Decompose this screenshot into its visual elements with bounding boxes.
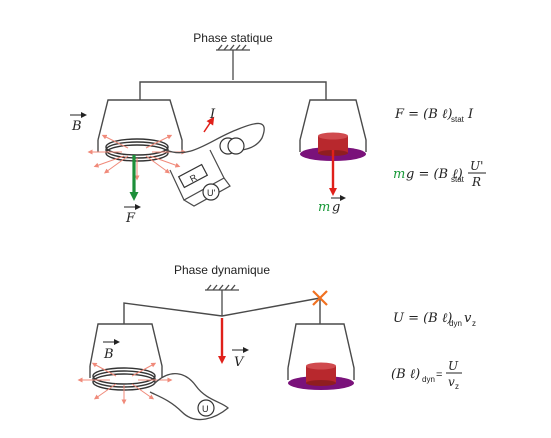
- dynamic-equation-2: (B ℓ) dyn = U v z: [391, 359, 462, 391]
- dynamic-v-label: V: [234, 355, 245, 370]
- static-radial-field-arrows: [87, 134, 187, 181]
- static-right-pan: [299, 99, 367, 152]
- dynamic-eq2-sub: dyn: [422, 375, 435, 384]
- static-eq2-num: U': [470, 159, 483, 173]
- dynamic-released-cross: [312, 290, 328, 306]
- static-eq2-den: R: [471, 175, 481, 189]
- static-phase: Phase statique: [70, 31, 486, 226]
- dynamic-balance-beam: [123, 297, 321, 324]
- dynamic-equation-1: U = (B ℓ) dyn v z: [393, 311, 476, 328]
- static-voltmeter-label: U': [207, 188, 215, 198]
- static-mg-m: m: [318, 200, 330, 215]
- static-eq2-sub: stat: [451, 175, 465, 184]
- static-current-source: [219, 137, 245, 155]
- static-resistor-label: R: [188, 172, 199, 184]
- dynamic-eq2-eq: =: [436, 369, 442, 381]
- dynamic-ceiling-mount: [205, 284, 239, 316]
- static-voltmeter: [202, 183, 220, 201]
- dynamic-eq1-vsub: z: [472, 319, 476, 328]
- static-title: Phase statique: [193, 31, 273, 45]
- static-ceiling-mount: [216, 44, 250, 80]
- dynamic-eq2-densub: z: [455, 382, 459, 391]
- dynamic-eq2-lhs: (B ℓ): [391, 367, 420, 382]
- static-eq1-lhs: F = (B ℓ): [394, 107, 452, 122]
- dynamic-eq2-den: v: [448, 375, 455, 389]
- dynamic-eq1-v: v: [464, 311, 472, 326]
- dynamic-right-pan: [287, 323, 355, 380]
- dynamic-mass: [306, 362, 336, 386]
- static-eq2-m: m: [393, 167, 405, 182]
- dynamic-eq1-lhs: U = (B ℓ): [393, 311, 452, 326]
- dynamic-eq1-sub: dyn: [449, 319, 462, 328]
- dynamic-left-pan: [89, 323, 163, 378]
- static-left-pan: [97, 99, 183, 152]
- dynamic-radial-field-arrows: [77, 362, 173, 405]
- dynamic-voltmeter: [197, 399, 215, 417]
- dynamic-voltmeter-label: U: [202, 404, 209, 414]
- dynamic-circuit-wire: [149, 373, 229, 421]
- dynamic-eq2-num: U: [448, 359, 459, 373]
- static-equation-2: m g = (B ℓ) stat U' R: [393, 159, 486, 189]
- static-current-label: I: [209, 107, 216, 122]
- dynamic-phase: Phase dynamique: [77, 263, 476, 421]
- static-eq2-rhs: g = (B ℓ): [406, 167, 463, 182]
- static-circuit-wire: [165, 122, 265, 154]
- static-resistor: [177, 163, 209, 189]
- static-eq1-rhs: I: [467, 107, 474, 122]
- static-coil: [105, 138, 169, 162]
- static-eq1-sub: stat: [451, 115, 465, 124]
- dynamic-b-label: B: [103, 347, 114, 362]
- static-equation-1: F = (B ℓ) stat I: [394, 107, 474, 124]
- static-b-label: B: [71, 119, 82, 134]
- static-balance-beam: [139, 81, 327, 100]
- dynamic-title: Phase dynamique: [174, 263, 270, 277]
- static-f-label: F: [125, 211, 136, 226]
- static-mg-g: g: [332, 200, 340, 215]
